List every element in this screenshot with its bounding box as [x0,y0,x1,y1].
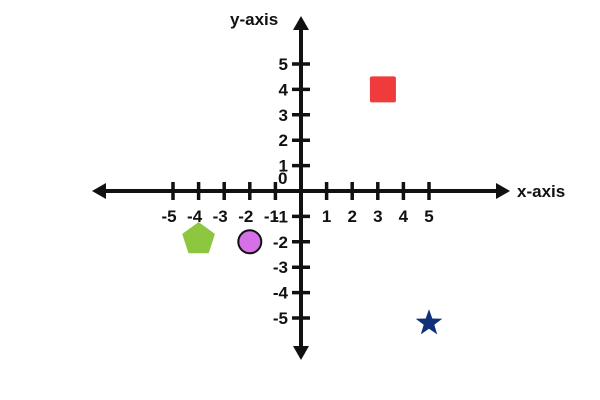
x-tick-label: -1 [264,207,279,226]
x-tick-label: -2 [238,207,253,226]
navy-star [415,309,443,335]
ticks [171,62,431,320]
y-tick-label: -2 [273,233,288,252]
x-tick-label: 4 [399,207,409,226]
origin-label: 0 [278,169,287,188]
x-tick-label: -4 [187,207,203,226]
shapes [182,76,443,335]
x-tick-label: 5 [424,207,433,226]
y-tick-label: 4 [279,80,289,99]
y-axis-arrow-up [293,16,309,30]
y-tick-label: 2 [279,131,288,150]
x-tick-label: -3 [213,207,228,226]
x-tick-label: 1 [322,207,331,226]
x-tick-label: 2 [347,207,356,226]
y-tick-label: 1 [279,157,288,176]
x-axis-arrow-left [92,183,106,199]
y-tick-label: -3 [273,258,288,277]
y-tick-label: -5 [273,309,288,328]
y-axis-arrow-down [293,346,309,360]
y-tick-label: -4 [273,284,289,303]
green-pentagon [182,222,215,254]
y-tick-label: 3 [279,106,288,125]
red-square [369,76,396,103]
purple-circle [237,229,263,255]
y-tick-label: -1 [273,207,288,226]
x-axis-title: x-axis [517,182,565,201]
y-axis-title: y-axis [230,10,278,29]
x-tick-label: -5 [161,207,176,226]
y-tick-label: 5 [279,55,288,74]
axes [92,16,510,360]
x-tick-label: 3 [373,207,382,226]
x-axis-arrow-right [496,183,510,199]
